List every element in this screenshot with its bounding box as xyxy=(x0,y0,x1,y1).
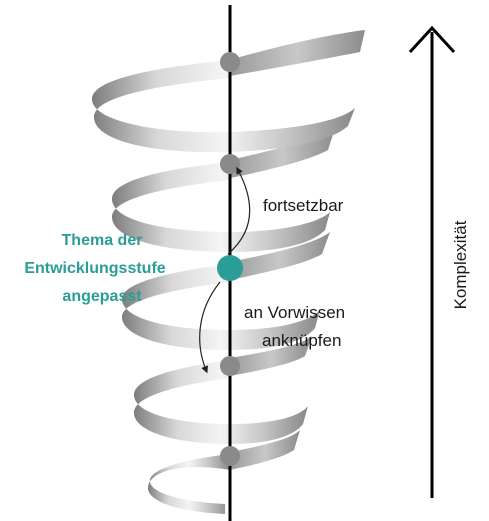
spiral-back-1 xyxy=(230,30,365,76)
topic-label-line-1: Thema der xyxy=(62,232,143,249)
level-node xyxy=(220,356,240,376)
level-nodes xyxy=(217,52,243,466)
spiral-front xyxy=(91,60,356,514)
current-level-node xyxy=(217,255,243,281)
prior-knowledge-label-line-1: an Vorwissen xyxy=(244,303,345,322)
spiral-front-5 xyxy=(148,454,230,514)
topic-label-line-3: angepasst xyxy=(62,288,142,305)
level-node xyxy=(220,52,240,72)
spiral-back-5 xyxy=(230,430,300,470)
spiral-back xyxy=(230,30,365,470)
complexity-axis-label: Komplexität xyxy=(451,220,470,309)
prior-knowledge-arrow xyxy=(199,281,221,374)
complexity-arrowhead-icon xyxy=(408,25,456,54)
topic-label-line-2: Entwicklungsstufe xyxy=(24,260,165,277)
level-node xyxy=(220,446,240,466)
spiral-back-3 xyxy=(230,232,330,280)
spiral-front-1 xyxy=(91,60,356,153)
level-node xyxy=(220,154,240,174)
forward-label: fortsetzbar xyxy=(263,196,344,215)
spiral-front-2 xyxy=(111,162,330,252)
spiral-front-4 xyxy=(133,360,308,444)
prior-knowledge-label-line-2: anknüpfen xyxy=(262,331,341,350)
spiral-back-4 xyxy=(230,336,312,376)
forward-arrow xyxy=(227,166,251,255)
spiral-front-3 xyxy=(121,264,320,350)
